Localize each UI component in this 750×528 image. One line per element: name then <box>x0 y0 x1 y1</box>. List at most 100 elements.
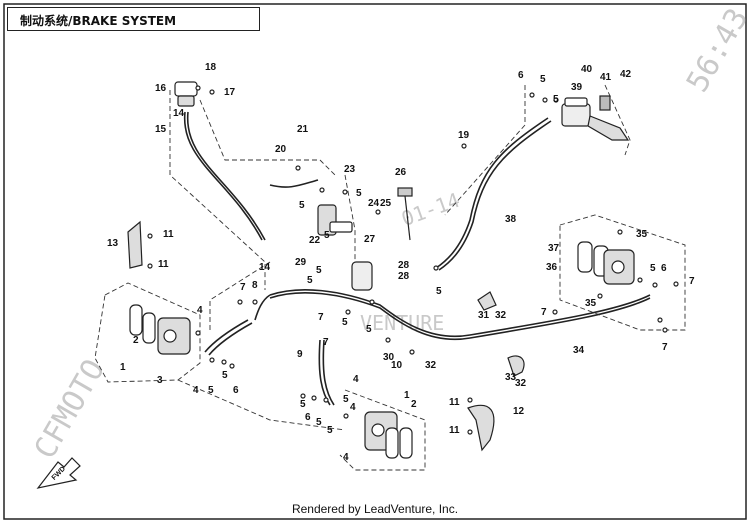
callout-35: 35 <box>585 298 597 309</box>
callout-5: 5 <box>299 200 305 211</box>
outer-border <box>3 3 747 520</box>
callout-38: 38 <box>505 214 517 225</box>
callout-36: 36 <box>546 262 558 273</box>
callout-1: 1 <box>120 362 126 373</box>
callout-30: 30 <box>383 352 395 363</box>
outline-link-2 <box>209 261 271 330</box>
bracket-33 <box>507 355 525 377</box>
outline-master-cyl <box>444 85 526 216</box>
callout-11: 11 <box>163 229 174 240</box>
watermark-left: CFMOTO <box>28 354 112 465</box>
outline-lever <box>604 84 631 156</box>
rear-master-cylinder <box>317 204 353 236</box>
callout-26: 26 <box>395 167 407 178</box>
callout-4: 4 <box>193 385 199 396</box>
callout-33: 33 <box>505 372 517 383</box>
callout-23: 23 <box>344 164 356 175</box>
callout-5: 5 <box>343 394 349 405</box>
outline-rear-master <box>169 90 266 290</box>
callout-2: 2 <box>133 335 139 346</box>
callout-4: 4 <box>353 374 359 385</box>
hose-38 <box>435 117 549 269</box>
callout-5: 5 <box>307 275 313 286</box>
reservoir-16 <box>174 81 198 107</box>
callout-5: 5 <box>553 94 559 105</box>
parts <box>127 81 679 459</box>
callout-11: 11 <box>158 259 169 270</box>
callout-4: 4 <box>350 402 356 413</box>
callout-13: 13 <box>107 238 119 249</box>
callout-25: 25 <box>380 198 392 209</box>
outline-rear-caliper <box>339 389 426 471</box>
callout-1: 1 <box>404 390 410 401</box>
callout-4: 4 <box>197 305 203 316</box>
callout-5: 5 <box>324 230 330 241</box>
callout-5: 5 <box>650 263 656 274</box>
callout-10: 10 <box>391 360 403 371</box>
callout-5: 5 <box>356 188 362 199</box>
title-box: 制动系统/BRAKE SYSTEM <box>7 7 260 31</box>
callout-4: 4 <box>343 452 349 463</box>
callout-34: 34 <box>573 345 585 356</box>
render-credit: Rendered by LeadVenture, Inc. <box>291 502 459 516</box>
guard-12 <box>467 404 495 452</box>
callout-27: 27 <box>364 234 376 245</box>
callout-5: 5 <box>436 286 442 297</box>
callout-7: 7 <box>662 342 668 353</box>
callout-5: 5 <box>222 370 228 381</box>
callout-41: 41 <box>600 72 612 83</box>
hose-left-caliper <box>204 319 249 353</box>
watermark-right: 56:43 <box>680 3 750 99</box>
callout-18: 18 <box>205 62 217 73</box>
callout-40: 40 <box>581 64 593 75</box>
callout-22: 22 <box>309 235 321 246</box>
callout-32: 32 <box>425 360 437 371</box>
callout-24: 24 <box>368 198 380 209</box>
right-caliper <box>577 241 635 285</box>
callout-5: 5 <box>208 385 214 396</box>
brake-lines <box>183 111 651 406</box>
bolts <box>147 85 679 435</box>
assembly-outlines <box>94 84 686 471</box>
callout-29: 29 <box>295 257 307 268</box>
callout-7: 7 <box>541 307 547 318</box>
pedal-26 <box>397 187 413 241</box>
callout-37: 37 <box>548 243 560 254</box>
callout-8: 8 <box>252 280 258 291</box>
callout-31: 31 <box>478 310 490 321</box>
callout-3: 3 <box>157 375 163 386</box>
callout-32: 32 <box>515 378 527 389</box>
hose-38b <box>438 120 552 271</box>
page-title: 制动系统/BRAKE SYSTEM <box>20 14 177 28</box>
callout-5: 5 <box>316 417 322 428</box>
callout-15: 15 <box>155 124 167 135</box>
callout-35: 35 <box>636 229 648 240</box>
hose-15b <box>186 111 266 241</box>
callout-5: 5 <box>300 399 306 410</box>
outline-link <box>177 379 346 431</box>
callout-5: 5 <box>327 425 333 436</box>
bracket-31 <box>477 291 497 311</box>
hose-left-caliper-b <box>208 322 253 356</box>
callout-9: 9 <box>297 349 303 360</box>
callout-6: 6 <box>661 263 667 274</box>
callout-2: 2 <box>411 399 417 410</box>
callout-5: 5 <box>366 324 372 335</box>
callout-7: 7 <box>240 282 246 293</box>
callout-42: 42 <box>620 69 632 80</box>
callout-14: 14 <box>259 262 271 273</box>
callout-19: 19 <box>458 130 470 141</box>
callout-16: 16 <box>155 83 167 94</box>
outline-hose-20 <box>199 99 336 176</box>
callout-14: 14 <box>173 108 185 119</box>
hose-9b <box>322 339 335 406</box>
callout-5: 5 <box>540 74 546 85</box>
callout-28: 28 <box>398 260 410 271</box>
callout-7: 7 <box>318 312 324 323</box>
callout-6: 6 <box>233 385 239 396</box>
hose-34 <box>269 289 651 338</box>
callout-21: 21 <box>297 124 309 135</box>
outline-left-caliper <box>94 282 201 383</box>
